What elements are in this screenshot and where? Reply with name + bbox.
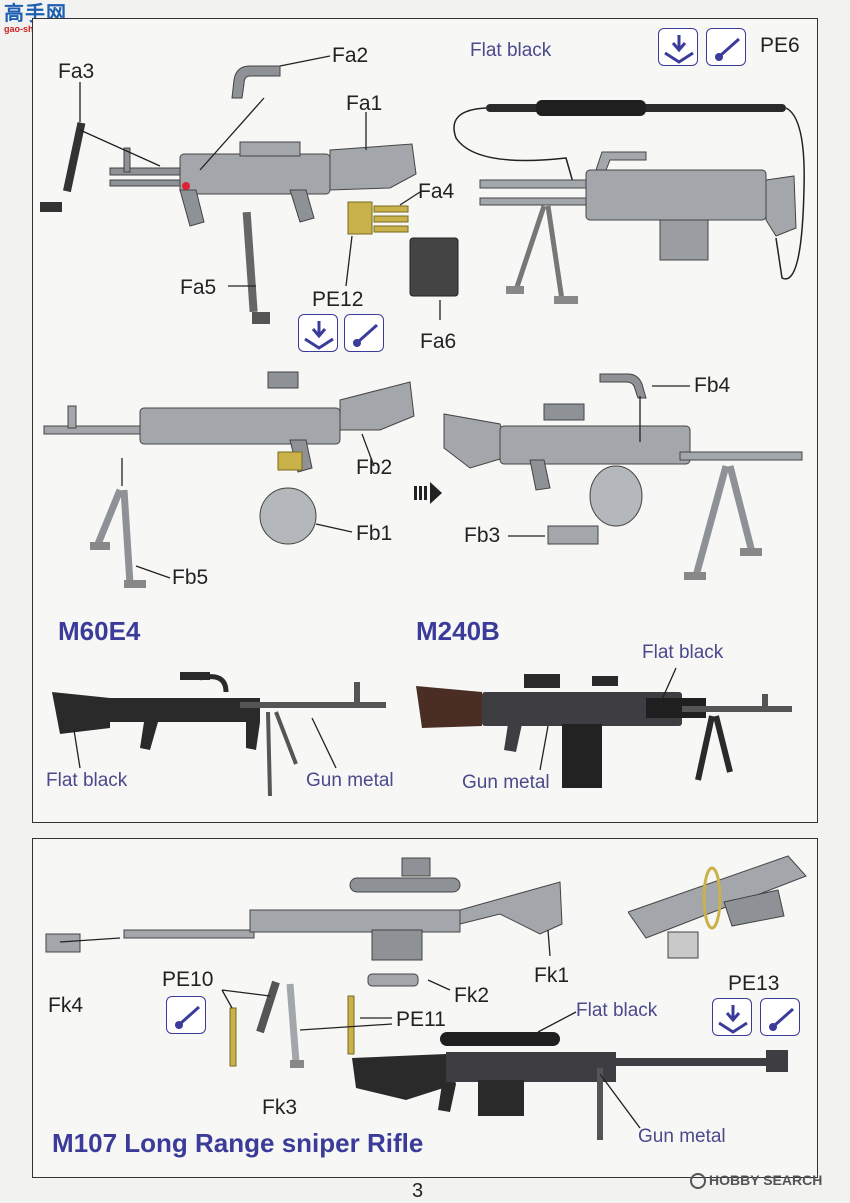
m240b-paint-flat-black: Flat black xyxy=(642,642,724,663)
m107-painted-reference xyxy=(352,1032,788,1140)
variant-title-m60e4: M60E4 xyxy=(58,616,141,646)
part-label-fa3: Fa3 xyxy=(58,60,95,83)
pe6-sling-strap xyxy=(453,100,805,280)
m107-title: M107 Long Range sniper Rifle xyxy=(52,1128,424,1158)
m60e4-paint-flat-black: Flat black xyxy=(46,770,128,791)
fa2-carry-handle xyxy=(231,65,281,99)
fb5-bipod xyxy=(90,488,146,588)
pe-label-pe6: PE6 xyxy=(760,34,800,57)
m60e4-assembly-drum xyxy=(43,371,415,545)
paint-note-strap: Flat black xyxy=(470,40,552,61)
glue-icon xyxy=(706,28,746,66)
m107-exploded-rifle xyxy=(123,857,563,961)
m107-paint-flat-black: Flat black xyxy=(576,1000,658,1021)
fk3-monopod xyxy=(256,980,304,1068)
m60e4-paint-gun-metal: Gun metal xyxy=(306,770,394,791)
variant-title-m240b: M240B xyxy=(416,616,500,646)
m240b-painted-reference xyxy=(416,674,792,788)
fk2-grip xyxy=(367,973,419,987)
pe-label-pe11: PE11 xyxy=(396,1008,446,1031)
pe-label-pe13: PE13 xyxy=(728,972,780,995)
fa4-ammo-belt xyxy=(347,201,409,235)
fb4-carry-handle xyxy=(599,373,647,399)
page-number: 3 xyxy=(412,1180,424,1202)
m107-paint-gun-metal: Gun metal xyxy=(638,1126,726,1147)
part-label-fa1: Fa1 xyxy=(346,92,383,115)
watermark-text: HOBBY SEARCH xyxy=(709,1172,823,1188)
fold-down-icon xyxy=(298,314,338,352)
fa5-bipod-leg xyxy=(242,211,270,324)
part-label-fa4: Fa4 xyxy=(418,180,455,203)
fa6-ammo-box xyxy=(409,237,459,297)
part-label-fk1: Fk1 xyxy=(534,964,570,987)
m60e4-painted-reference xyxy=(52,672,386,797)
step-arrow-icon xyxy=(414,482,444,504)
hobby-search-logo-icon xyxy=(690,1173,706,1190)
part-label-fb3: Fb3 xyxy=(464,524,501,547)
part-label-fb2: Fb2 xyxy=(356,456,393,479)
part-label-fa5: Fa5 xyxy=(180,276,217,299)
fk4-muzzle-brake xyxy=(45,933,81,953)
part-label-fa2: Fa2 xyxy=(332,44,369,67)
part-label-fb5: Fb5 xyxy=(172,566,209,589)
m240-assembled-with-strap xyxy=(479,151,797,304)
pe13-detail-inset xyxy=(628,855,807,959)
fa3-bipod-leg xyxy=(40,121,86,212)
part-label-fk3: Fk3 xyxy=(262,1096,298,1119)
part-label-fk2: Fk2 xyxy=(454,984,490,1007)
hobby-search-watermark: HOBBY SEARCH xyxy=(690,1172,823,1190)
m240b-exploded-gun xyxy=(443,403,803,580)
glue-icon xyxy=(166,996,206,1034)
pe-label-pe10: PE10 xyxy=(162,968,214,991)
part-label-fk4: Fk4 xyxy=(48,994,84,1017)
part-label-fa6: Fa6 xyxy=(420,330,457,353)
fold-down-icon xyxy=(712,998,752,1036)
fold-down-icon xyxy=(658,28,698,66)
pe10-brass-strip xyxy=(229,1007,237,1067)
glue-icon xyxy=(760,998,800,1036)
pe-label-pe12: PE12 xyxy=(312,288,364,311)
m240b-paint-gun-metal: Gun metal xyxy=(462,772,550,793)
part-label-fb1: Fb1 xyxy=(356,522,393,545)
glue-icon xyxy=(344,314,384,352)
part-label-fb4: Fb4 xyxy=(694,374,731,397)
